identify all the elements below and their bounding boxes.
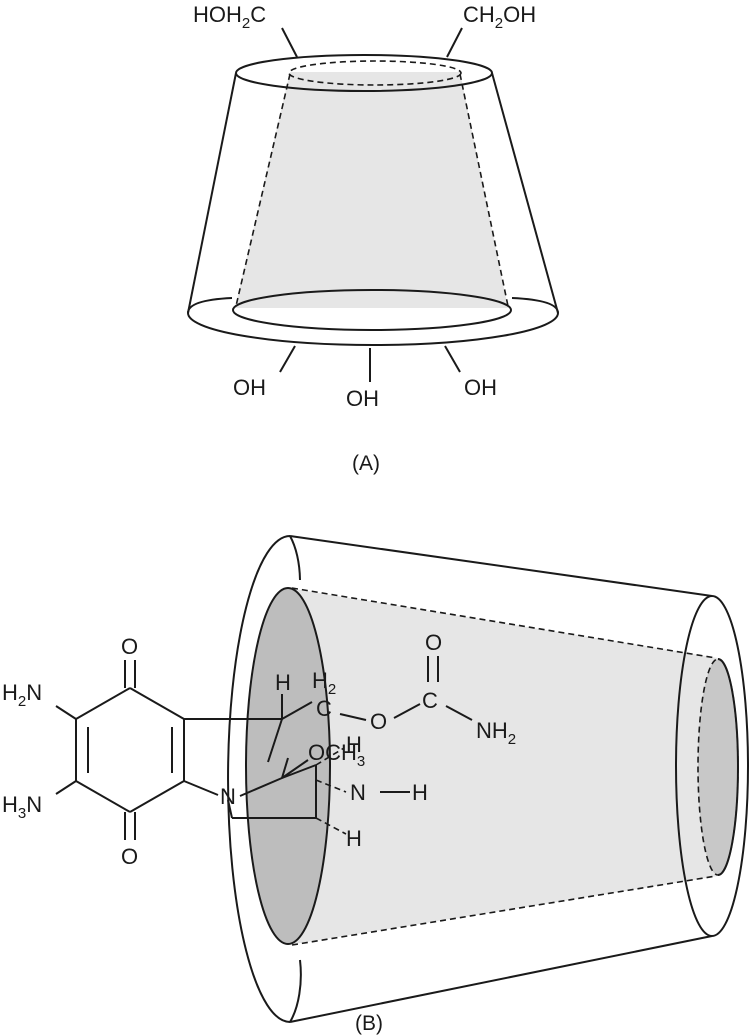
- label-c-carbonyl: C: [422, 688, 438, 713]
- rim-left-outer-back-bottom-b: [289, 959, 302, 1023]
- label-n-aziridine: N: [350, 780, 366, 805]
- rim-bottom-outer-a: [187, 312, 559, 346]
- cone-side-top-b: [289, 535, 713, 597]
- rim-bottom-back-right-a: [511, 297, 559, 314]
- label-h-lower: H: [346, 826, 362, 851]
- label-oh-1: OH: [233, 375, 266, 400]
- label-ch2oh: CH2OH: [463, 2, 536, 32]
- label-o-bottom: O: [121, 844, 138, 869]
- caption-a: (A): [352, 452, 380, 475]
- label-h-chiral: H: [275, 670, 291, 695]
- bond-ch2oh-left: [281, 27, 298, 58]
- label-och3: OCH3: [308, 740, 365, 770]
- cone-side-right-a: [491, 72, 559, 314]
- label-oh-2: OH: [346, 386, 379, 411]
- panel-b: H2N H3N O O H H2 C O C O NH2 OCH3 N H N …: [2, 535, 749, 1035]
- rim-top-inner-a: [288, 60, 462, 86]
- cavity-inner-a: [235, 72, 508, 308]
- bond-oh-1: [279, 345, 296, 373]
- label-oh-3: OH: [464, 375, 497, 400]
- label-c-methylene: C: [316, 696, 332, 721]
- rim-left-outer-b: [227, 535, 291, 1023]
- label-h2-methylene: H2: [312, 668, 336, 698]
- label-o-ester: O: [370, 709, 387, 734]
- label-h-on-n: H: [412, 780, 428, 805]
- opening-right-front-b: [717, 658, 739, 876]
- label-h2n: H2N: [2, 680, 42, 710]
- caption-b: (B): [355, 1012, 383, 1035]
- label-nh2: NH2: [476, 718, 516, 748]
- cavity-inner-b: [245, 588, 718, 945]
- label-o-carbonyl: O: [425, 630, 442, 655]
- panel-a: HOH2C CH2OH OH OH OH (A): [187, 2, 559, 475]
- opening-left-inner-b: [245, 587, 331, 945]
- bond-ch2oh-right: [446, 27, 463, 58]
- label-h3n: H3N: [2, 792, 42, 822]
- rim-bottom-back-a: [187, 297, 233, 314]
- bond-oh-3: [444, 345, 461, 373]
- cavity-wall-bottom-b: [291, 875, 717, 946]
- rim-bottom-inner-a: [232, 289, 512, 331]
- cone-side-left-a: [187, 72, 237, 314]
- rim-top-outer-a: [235, 54, 493, 92]
- label-hoh2c: HOH2C: [193, 2, 266, 32]
- guest-molecule: [55, 656, 473, 840]
- label-o-top: O: [121, 634, 138, 659]
- cavity-wall-top-b: [291, 587, 717, 659]
- label-n-ring: N: [220, 784, 236, 809]
- cone-side-bottom-b: [289, 935, 713, 1023]
- rim-left-outer-back-b: [289, 535, 301, 581]
- label-h-upper: H: [346, 732, 362, 757]
- rim-right-outer-b: [675, 595, 749, 937]
